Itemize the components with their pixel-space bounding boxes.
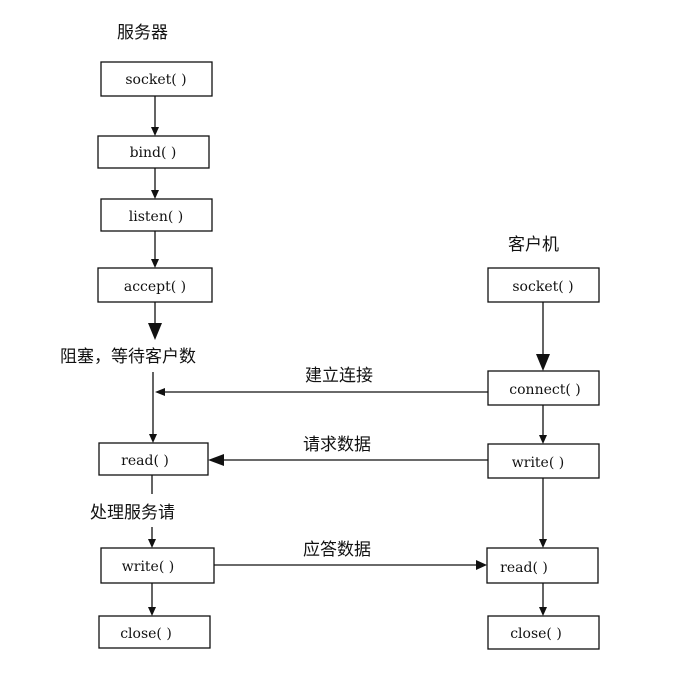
server-step-read: read( ) xyxy=(98,442,209,476)
arrow-client-read-to-close xyxy=(539,583,547,616)
client-step-connect-label: connect( ) xyxy=(509,382,580,398)
client-step-write-label: write( ) xyxy=(512,455,564,471)
server-step-read-label: read( ) xyxy=(121,453,169,469)
arrow-wait-to-read xyxy=(149,372,157,443)
server-step-accept: accept( ) xyxy=(97,267,213,303)
client-step-read-label: read( ) xyxy=(500,560,548,576)
client-title: 客户机 xyxy=(508,235,559,255)
server-step-listen: listen( ) xyxy=(100,198,213,232)
arrow-client-socket-to-connect xyxy=(536,302,550,371)
server-step-accept-label: accept( ) xyxy=(124,279,186,295)
process-label: 处理服务请 xyxy=(90,503,175,523)
server-step-close-label: close( ) xyxy=(120,626,172,642)
arrow-process-to-write xyxy=(148,527,156,548)
arrow-bind-to-listen xyxy=(151,168,159,199)
server-title: 服务器 xyxy=(117,23,168,43)
connect-message-label: 建立连接 xyxy=(305,366,373,386)
server-step-close: close( ) xyxy=(98,615,211,649)
arrow-accept-to-wait xyxy=(148,302,162,340)
arrow-socket-to-bind xyxy=(151,96,159,136)
arrow-write-to-close xyxy=(148,583,156,616)
arrow-data-request xyxy=(208,454,488,466)
wait-label: 阻塞，等待客户数 xyxy=(60,347,196,367)
arrow-connect-request xyxy=(155,388,488,396)
arrow-client-connect-to-write xyxy=(539,405,547,444)
client-step-read: read( ) xyxy=(486,547,599,584)
server-step-write-label: write( ) xyxy=(122,559,174,575)
server-step-listen-label: listen( ) xyxy=(129,209,183,225)
client-step-socket-label: socket( ) xyxy=(512,279,573,295)
arrow-listen-to-accept xyxy=(151,231,159,268)
response-message-label: 应答数据 xyxy=(303,540,371,560)
server-step-bind: bind( ) xyxy=(97,135,210,169)
client-step-connect: connect( ) xyxy=(487,370,600,406)
arrow-client-write-to-read xyxy=(539,478,547,548)
server-step-write: write( ) xyxy=(100,547,215,584)
client-step-close-label: close( ) xyxy=(510,626,562,642)
arrow-data-response xyxy=(214,560,487,570)
client-step-write: write( ) xyxy=(487,443,600,479)
client-step-socket: socket( ) xyxy=(487,267,600,303)
server-step-bind-label: bind( ) xyxy=(130,145,177,161)
server-step-socket-label: socket( ) xyxy=(125,72,186,88)
client-step-close: close( ) xyxy=(487,615,600,650)
request-message-label: 请求数据 xyxy=(303,435,371,455)
server-step-socket: socket( ) xyxy=(100,61,213,97)
